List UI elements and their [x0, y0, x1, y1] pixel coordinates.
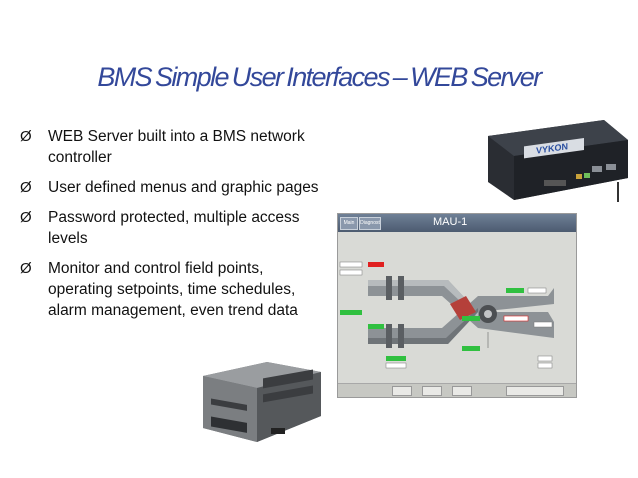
bullet-item: Ø Monitor and control field points, opera… [16, 258, 326, 321]
bullet-text: User defined menus and graphic pages [48, 179, 319, 196]
arrow-bullet-icon: Ø [20, 260, 32, 277]
hvac-graphic-screenshot: Main Diagnost MAU-1 [337, 213, 577, 398]
status-field [422, 386, 442, 396]
hvac-ductwork-diagram [339, 261, 554, 369]
bullet-text: Monitor and control field points, operat… [48, 260, 298, 319]
bullet-item: Ø WEB Server built into a BMS network con… [16, 126, 326, 168]
screen-header: Main Diagnost MAU-1 [338, 214, 576, 232]
screen-status-bar [338, 383, 576, 397]
diagnost-tab-button[interactable]: Diagnost [359, 217, 381, 230]
bullet-list: Ø WEB Server built into a BMS network con… [16, 126, 326, 330]
bullet-item: Ø User defined menus and graphic pages [16, 177, 326, 198]
status-field [452, 386, 472, 396]
bullet-text: WEB Server built into a BMS network cont… [48, 128, 305, 166]
arrow-bullet-icon: Ø [20, 179, 32, 196]
controller-module-image [203, 362, 321, 442]
status-field [392, 386, 412, 396]
network-controller-image: VYKON [488, 120, 628, 202]
bullet-text: Password protected, multiple access leve… [48, 209, 300, 247]
main-tab-button[interactable]: Main [340, 217, 358, 230]
arrow-bullet-icon: Ø [20, 209, 32, 226]
vykon-logo-text: VYKON [536, 141, 568, 155]
screen-title: MAU-1 [433, 216, 468, 228]
arrow-bullet-icon: Ø [20, 128, 32, 145]
slide-title: BMS Simple User Interfaces – WEB Server [97, 62, 542, 92]
status-field [506, 386, 564, 396]
bullet-item: Ø Password protected, multiple access lev… [16, 207, 326, 249]
